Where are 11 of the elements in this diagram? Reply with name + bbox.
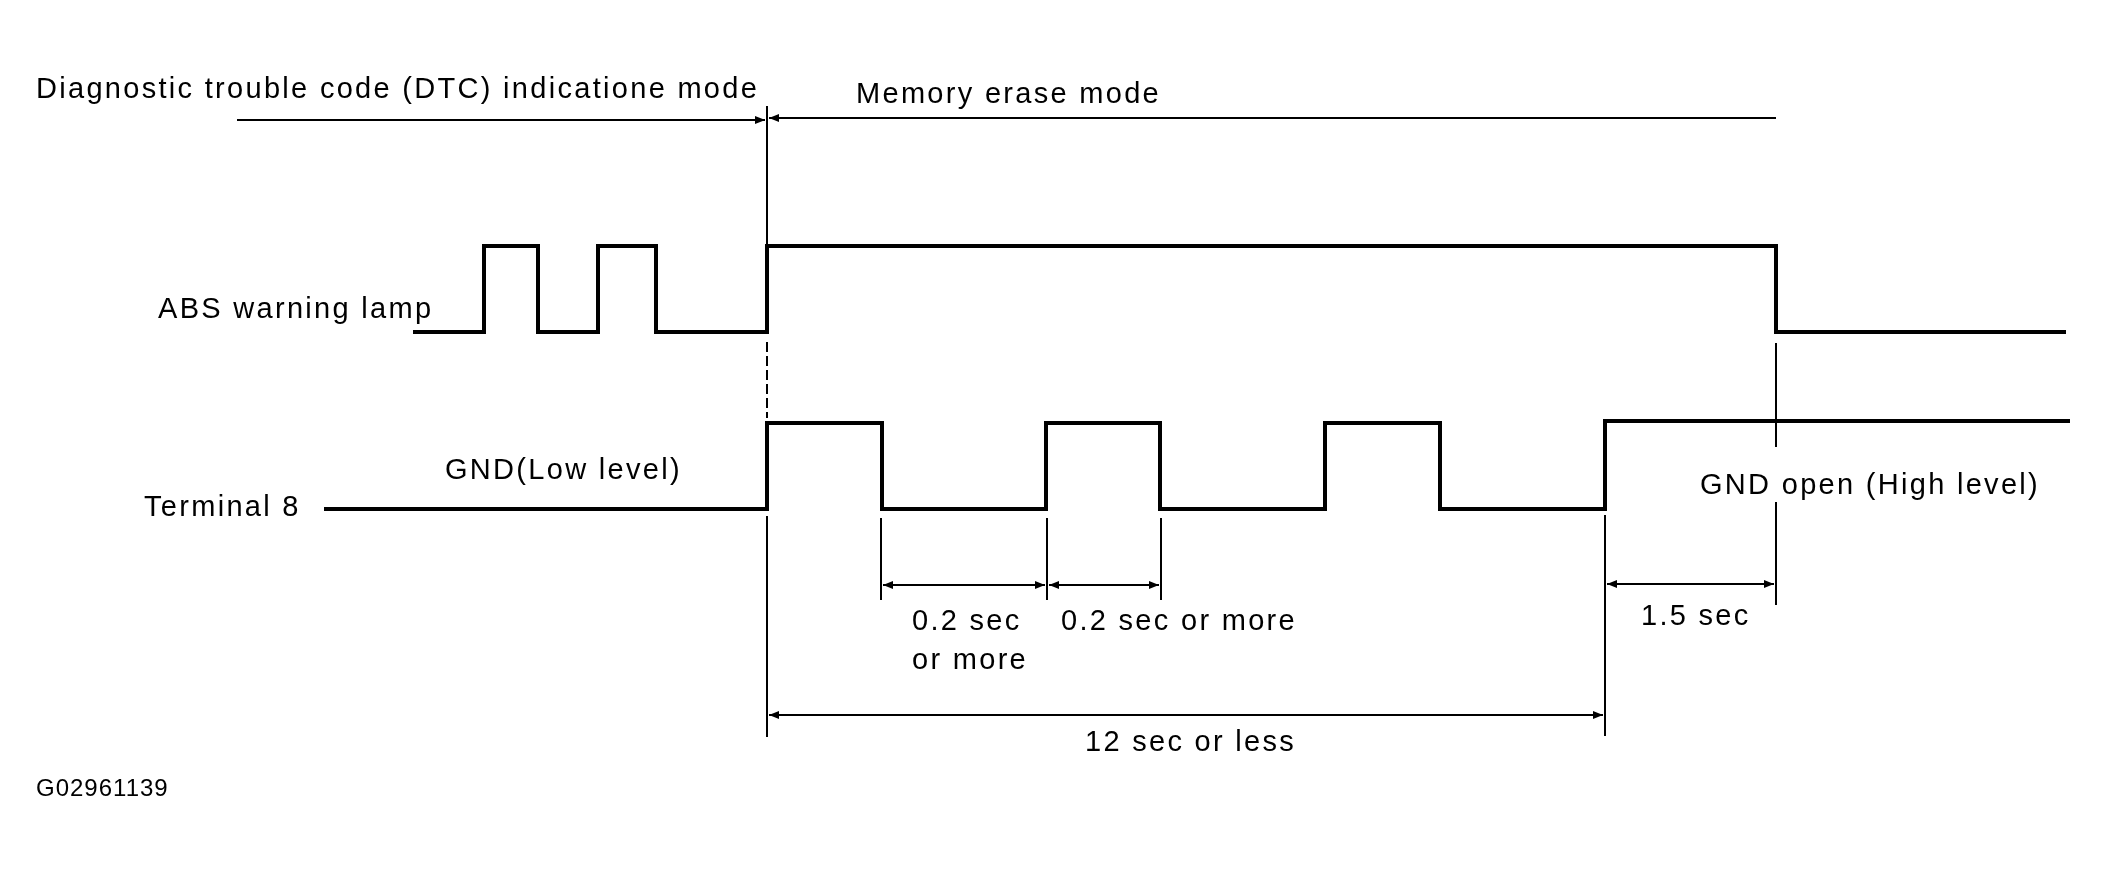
mode-label: Diagnostic trouble code (DTC) indicatione mode: [36, 71, 760, 105]
figure-code: G02961139: [36, 774, 169, 802]
level-label: GND open (High level): [1700, 467, 2041, 501]
duration-label: 1.5 sec: [1641, 598, 1751, 632]
level-label: GND(Low level): [445, 452, 682, 486]
duration-label: 12 sec or less: [1085, 724, 1297, 758]
duration-label: 0.2 sec or more: [1061, 603, 1297, 637]
signal-name: Terminal 8: [144, 489, 301, 523]
signal-name: ABS warning lamp: [158, 291, 434, 325]
duration-label: 0.2 sec or more: [912, 602, 1029, 677]
mode-label: Memory erase mode: [856, 76, 1162, 110]
